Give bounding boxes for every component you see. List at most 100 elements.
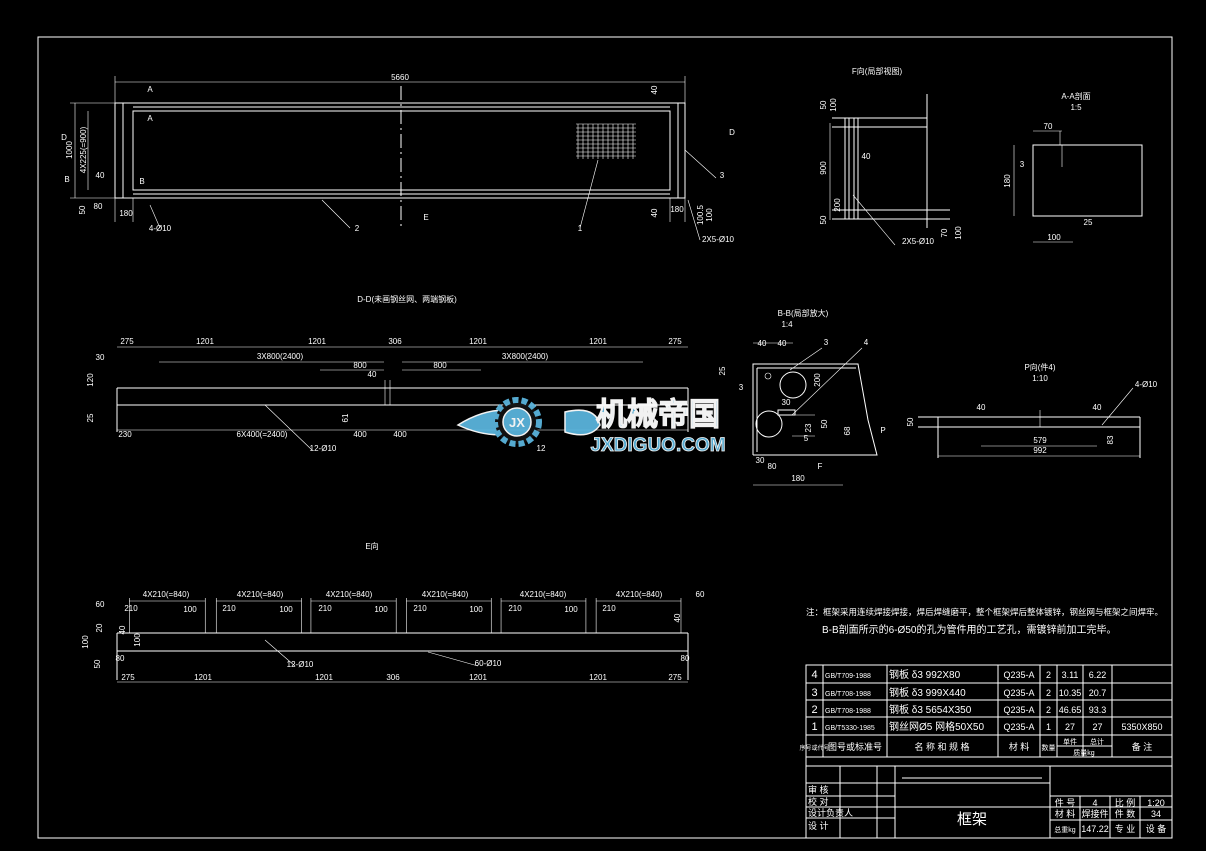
top-view bbox=[70, 76, 717, 241]
parts-remark: 5350X850 bbox=[1121, 722, 1162, 732]
top-dim-label: 5660 bbox=[391, 73, 409, 82]
dd-dim-label: 3X800(2400) bbox=[502, 352, 549, 361]
bb-dim-label: 80 bbox=[768, 462, 777, 471]
bb-dim-label: 3 bbox=[739, 383, 744, 392]
e-dim-label: 275 bbox=[668, 673, 682, 682]
bb-dim-label: 40 bbox=[778, 339, 787, 348]
e-dim-label: 1201 bbox=[194, 673, 212, 682]
parts-unit-mass: 46.65 bbox=[1059, 705, 1082, 715]
title-block: 审 核 校 对 设计负责人 设 计 框架 件 号 4 比 例 1:20 材 料 … bbox=[805, 756, 1173, 839]
top-dim-label: 1 bbox=[578, 224, 583, 233]
parts-standard: GB/T708-1988 bbox=[825, 708, 871, 715]
view-e bbox=[116, 598, 689, 683]
material: 焊接件 bbox=[1081, 808, 1108, 819]
parts-total-mass: 93.3 bbox=[1089, 705, 1107, 715]
top-dim-label: A bbox=[147, 85, 153, 94]
aa-dim-label: 70 bbox=[1044, 122, 1053, 131]
e-dim-label: 100 bbox=[81, 635, 90, 649]
part-no: 4 bbox=[1092, 798, 1097, 808]
dd-dim-label: 120 bbox=[86, 373, 95, 387]
e-dim-label: 275 bbox=[121, 673, 135, 682]
e-dim-label: 80 bbox=[681, 654, 690, 663]
parts-no: 3 bbox=[811, 687, 817, 699]
parts-total-mass: 20.7 bbox=[1089, 688, 1107, 698]
bb-dim-label: 3 bbox=[824, 338, 829, 347]
role-checker: 校 对 bbox=[808, 796, 829, 807]
top-dim-label: B bbox=[139, 177, 144, 186]
top-dim-label: E bbox=[423, 213, 428, 222]
drawing-name: 框架 bbox=[957, 811, 987, 828]
f-dim-label: 50 bbox=[819, 100, 828, 109]
bb-dim-label: 23 bbox=[804, 423, 813, 432]
e-dim-label: 210 bbox=[318, 604, 332, 613]
f-dim-label: 200 bbox=[833, 198, 842, 212]
parts-header-standard: 图号或标准号 bbox=[828, 741, 882, 752]
parts-header-qty: 数量 bbox=[1042, 743, 1056, 752]
e-dim-label: 210 bbox=[508, 604, 522, 613]
weight: 147.22 bbox=[1081, 824, 1109, 834]
section-d-d bbox=[116, 346, 689, 451]
aa-dim-label: 1:5 bbox=[1070, 103, 1082, 112]
top-dim-label: 180 bbox=[670, 205, 684, 214]
role-designer: 设 计 bbox=[808, 820, 829, 831]
f-dim-label: 100 bbox=[829, 98, 838, 112]
e-dim-label: 100 bbox=[133, 633, 142, 647]
dd-dim-label: 275 bbox=[668, 337, 682, 346]
bb-dim-label: 25 bbox=[718, 366, 727, 375]
e-dim-label: 60 bbox=[696, 590, 705, 599]
parts-qty: 2 bbox=[1046, 705, 1051, 715]
top-dim-label: 100 bbox=[705, 208, 714, 222]
parts-material: Q235-A bbox=[1003, 722, 1034, 732]
top-dim-label: 2 bbox=[355, 224, 360, 233]
parts-material: Q235-A bbox=[1003, 670, 1034, 680]
e-dim-label: 100 bbox=[183, 605, 197, 614]
parts-total-mass: 6.22 bbox=[1089, 670, 1107, 680]
dd-dim-label: 6X400(=2400) bbox=[237, 430, 288, 439]
watermark-en: JXDIGUO.COM bbox=[590, 435, 725, 456]
top-dim-label: 180 bbox=[119, 209, 133, 218]
p-dim-label: 4-Ø10 bbox=[1135, 380, 1158, 389]
e-dim-label: 40 bbox=[673, 613, 682, 622]
bb-dim-label: 40 bbox=[758, 339, 767, 348]
bb-dim-label: 30 bbox=[782, 398, 791, 407]
top-dim-label: B bbox=[64, 175, 69, 184]
bb-dim-label: P bbox=[880, 426, 885, 435]
f-dim-label: 40 bbox=[862, 152, 871, 161]
top-dim-label: 40 bbox=[650, 85, 659, 94]
e-dim-label: 4X210(=840) bbox=[520, 590, 567, 599]
e-dim-label: 1201 bbox=[469, 673, 487, 682]
f-dim-label: 70 bbox=[940, 228, 949, 237]
parts-name: 钢丝网Ø5 网格50X50 bbox=[889, 720, 984, 733]
e-dim-label: 4X210(=840) bbox=[143, 590, 190, 599]
p-dim-label: 40 bbox=[1093, 403, 1102, 412]
top-dim-label: 4X225(=900) bbox=[79, 126, 88, 173]
p-dim-label: 1:10 bbox=[1032, 374, 1048, 383]
bb-dim-label: 200 bbox=[813, 373, 822, 387]
p-dim-label: 83 bbox=[1106, 435, 1115, 444]
parts-no: 2 bbox=[811, 704, 817, 716]
top-dim-label: 2X5-Ø10 bbox=[702, 235, 735, 244]
p-dim-label: 579 bbox=[1033, 436, 1047, 445]
parts-qty: 2 bbox=[1046, 688, 1051, 698]
bb-dim-label: B-B(局部放大) bbox=[778, 308, 829, 318]
dd-dim-label: 40 bbox=[368, 370, 377, 379]
parts-header-total: 总计 bbox=[1090, 737, 1104, 746]
dd-dim-label: 230 bbox=[118, 430, 132, 439]
f-dim-label: 2X5-Ø10 bbox=[902, 237, 935, 246]
watermark-badge: JX bbox=[509, 415, 525, 430]
dd-dim-label: 30 bbox=[96, 353, 105, 362]
parts-name: 钢板 δ3 992X80 bbox=[889, 668, 961, 681]
top-dim-label: 100.5 bbox=[696, 204, 705, 225]
parts-header-remark: 备 注 bbox=[1132, 741, 1153, 752]
e-dim-label: 40 bbox=[118, 625, 127, 634]
e-dim-label: 1201 bbox=[589, 673, 607, 682]
bb-dim-label: 180 bbox=[791, 474, 805, 483]
aa-dim-label: 100 bbox=[1047, 233, 1061, 242]
bb-dim-label: 68 bbox=[843, 426, 852, 435]
